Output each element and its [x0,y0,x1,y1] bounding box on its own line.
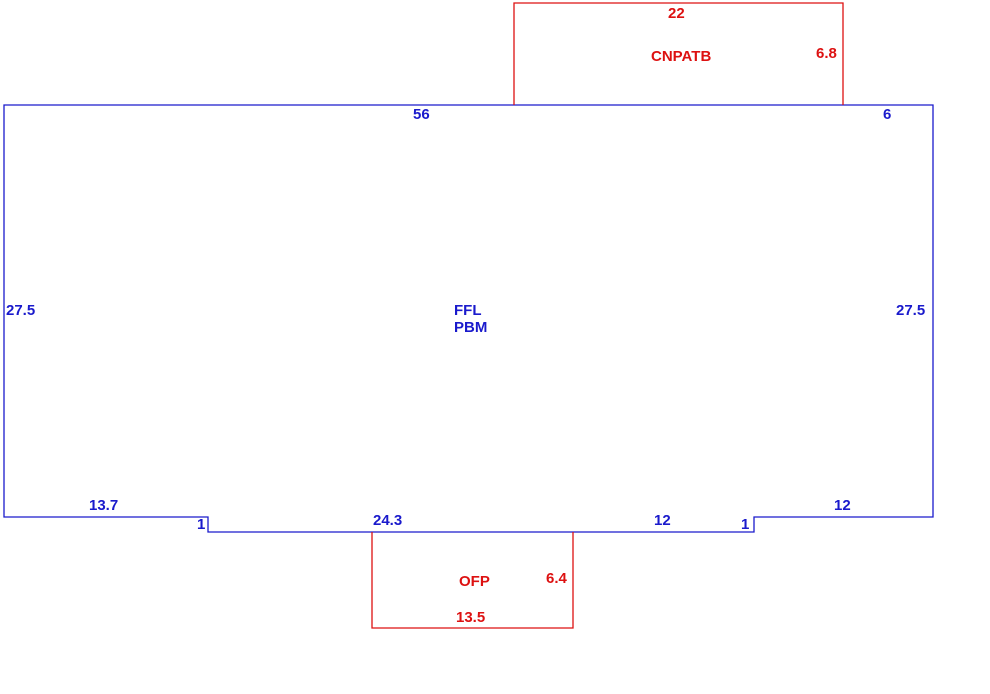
dim-bottom-mid-left: 24.3 [373,512,402,529]
top-addition-dim-side: 6.8 [816,45,837,62]
dim-bottom-mid-right: 12 [654,512,671,529]
dim-notch-left: 1 [197,516,205,533]
main-area-code-line2: PBM [454,319,487,336]
bottom-addition-dim-side: 6.4 [546,570,568,587]
bottom-addition-outline [371,532,574,629]
top-addition-code: CNPATB [651,48,711,65]
top-addition-dim-top: 22 [668,5,685,22]
dim-bottom-right: 12 [834,497,851,514]
dim-top-right: 6 [883,106,891,123]
main-area-code-line1: FFL [454,302,482,319]
dim-left: 27.5 [6,302,35,319]
dim-top-left: 56 [413,106,430,123]
top-addition-outline [513,2,844,105]
main-area-outline [3,104,934,533]
dim-bottom-left: 13.7 [89,497,118,514]
bottom-addition-dim-bottom: 13.5 [456,609,485,626]
bottom-addition-code: OFP [459,573,490,590]
dim-right: 27.5 [896,302,925,319]
dim-notch-right: 1 [741,516,749,533]
